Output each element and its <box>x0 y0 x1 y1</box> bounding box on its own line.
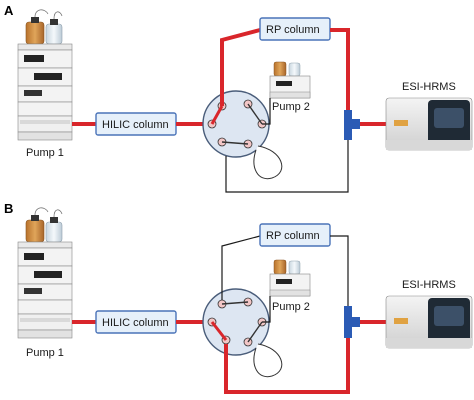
valve-channel-active <box>210 105 224 125</box>
pump2-line <box>262 98 271 125</box>
ms-instrument <box>385 295 473 349</box>
tee-connector-arm <box>352 317 360 327</box>
switching-valve[interactable] <box>202 288 283 378</box>
valve-channel <box>221 141 249 145</box>
flow-line-rp-tee <box>330 28 350 112</box>
panel-a-letter: A <box>4 3 14 18</box>
panel-a: A Pump 1 <box>4 3 473 193</box>
pump2-line <box>262 296 271 323</box>
pump2-instrument <box>269 259 311 297</box>
rp-line-inactive-right <box>330 235 349 310</box>
pump1-instrument <box>17 207 73 339</box>
flow-line-valve-rp <box>220 28 261 106</box>
pump1-label: Pump 1 <box>26 347 64 359</box>
tee-connector <box>344 110 352 140</box>
tee-connector <box>344 306 352 338</box>
valve-channel <box>247 321 263 343</box>
flow-line-bypass <box>224 338 350 394</box>
valve-channel <box>221 301 249 305</box>
ms-label: ESI-HRMS <box>402 81 456 93</box>
bypass-line <box>225 140 349 193</box>
hilic-column-label: HILIC column <box>102 119 169 131</box>
valve-channel-active <box>210 321 228 341</box>
pump1-label: Pump 1 <box>26 147 64 159</box>
valve-channel <box>247 103 263 125</box>
rp-column-label: RP column <box>266 230 320 242</box>
pump1-instrument <box>17 9 73 141</box>
hilic-column-label: HILIC column <box>102 317 169 329</box>
ms-label: ESI-HRMS <box>402 279 456 291</box>
pump2-instrument <box>269 61 311 99</box>
tee-connector-arm <box>352 119 360 129</box>
solvent-bottles <box>25 9 63 45</box>
rp-column-box[interactable] <box>259 223 331 247</box>
pump2-label: Pump 2 <box>272 101 310 113</box>
solvent-bottles <box>25 207 63 243</box>
panel-b: B Pump 1 HILIC colu <box>4 201 473 394</box>
pump2-label: Pump 2 <box>272 301 310 313</box>
ms-instrument <box>385 97 473 151</box>
rp-line-inactive <box>221 235 261 300</box>
sample-loop <box>253 343 283 378</box>
rp-column-label: RP column <box>266 24 320 36</box>
panel-b-letter: B <box>4 201 13 216</box>
sample-loop <box>253 145 283 180</box>
